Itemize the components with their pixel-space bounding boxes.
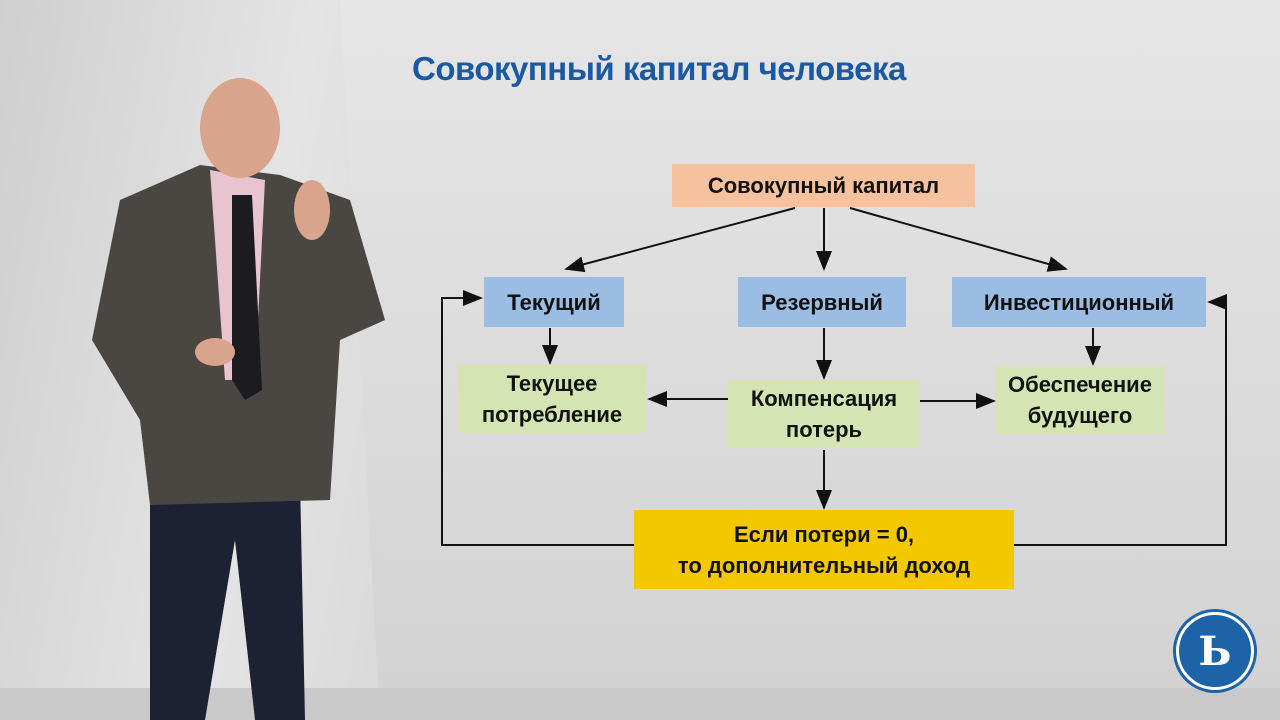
presenter-legs (150, 480, 305, 720)
node-line: будущего (1027, 403, 1133, 428)
node-current-consumption: Текущее потребление (458, 365, 646, 433)
node-current: Текущий (484, 277, 624, 327)
presenter-hand-left (195, 338, 235, 366)
node-line: потребление (481, 402, 623, 427)
node-line: то дополнительный доход (677, 552, 971, 578)
node-loss-compensation: Компенсация потерь (728, 380, 920, 448)
arrow-income-investment-loop (1014, 294, 1227, 546)
node-investment: Инвестиционный (952, 277, 1206, 327)
arrow-income-current-loop (441, 290, 634, 546)
arrow-total-investment (849, 207, 1068, 272)
arrow-total-current (564, 207, 796, 273)
node-line: Обеспечение (1008, 372, 1152, 397)
node-future-provision: Обеспечение будущего (996, 366, 1164, 434)
floor (0, 688, 1280, 720)
node-total-capital: Совокупный капитал (672, 164, 975, 207)
slide-title: Совокупный капитал человека (412, 50, 906, 87)
hse-logo: Ь (1176, 612, 1254, 690)
presenter-head (200, 78, 280, 178)
node-line: Компенсация (750, 386, 898, 411)
node-line: Текущее (506, 371, 598, 396)
node-reserve: Резервный (738, 277, 906, 327)
logo-glyph: Ь (1198, 627, 1232, 675)
presenter-hand (294, 180, 330, 240)
node-extra-income: Если потери = 0, то дополнительный доход (634, 510, 1014, 589)
node-line: Если потери = 0, (733, 521, 915, 547)
presenter-tie (232, 195, 262, 400)
node-line: потерь (785, 417, 863, 442)
